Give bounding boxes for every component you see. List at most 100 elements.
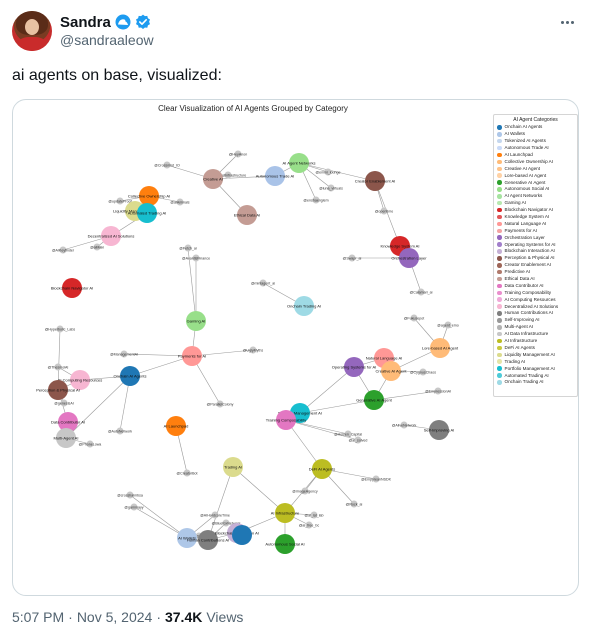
legend-label: AI Infrastructure (504, 338, 538, 344)
category-node (276, 410, 296, 430)
legend-item: AI Agent Networks (497, 193, 574, 200)
legend-swatch (497, 242, 502, 247)
legend-label: DeFi AI Agents (504, 344, 535, 350)
legend-label: Gaming AI (504, 200, 526, 206)
graph-edge (191, 349, 254, 357)
tweet-date[interactable]: Nov 5, 2024 (76, 609, 153, 625)
account-node (126, 491, 134, 499)
legend-swatch (497, 145, 502, 151)
legend-swatch (497, 331, 502, 337)
legend-swatch (497, 359, 502, 364)
account-node (301, 487, 309, 495)
legend-swatch (497, 380, 502, 385)
tweet-media-image[interactable]: Clear Visualization of AI Agents Grouped… (12, 99, 579, 596)
account-label: @Hyperbolic_Labs (45, 328, 76, 332)
account-node (417, 288, 425, 296)
account-node (176, 198, 184, 206)
category-node (166, 416, 186, 436)
legend-swatch (497, 276, 502, 282)
legend-label: Generative AI Agent (504, 179, 546, 185)
category-label: AI Computing Resources (58, 378, 102, 383)
legend-swatch (497, 125, 502, 130)
legend-item: Predictive AI (497, 269, 574, 276)
legend-swatch (497, 318, 502, 323)
account-label: @AIKeyfinder (52, 249, 75, 253)
account-label: @updateProof (108, 200, 131, 204)
account-node (312, 196, 320, 204)
category-label: Creator Enablement AI (355, 179, 395, 184)
avatar[interactable] (12, 11, 52, 51)
category-node (429, 420, 449, 440)
category-node (70, 370, 90, 390)
category-label: Decentralized AI Solutions (88, 234, 135, 239)
legend-item: Liquidity Management AI (497, 351, 574, 358)
meta-separator: · (156, 609, 161, 625)
legend-label: AI Wallets (504, 131, 526, 137)
meta-separator: · (68, 609, 73, 625)
category-node (48, 380, 68, 400)
category-label: Operating Systems for AI (332, 365, 376, 370)
graph-edge (129, 494, 188, 539)
account-node (130, 503, 138, 511)
legend-swatch (497, 304, 502, 309)
category-node (198, 530, 218, 550)
account-node (93, 243, 101, 251)
legend-swatch (497, 200, 502, 206)
account-node (354, 436, 362, 444)
account-node (60, 399, 68, 407)
account-label: @AIHardcoreTime (200, 514, 230, 518)
category-node (294, 296, 314, 316)
account-node (249, 346, 257, 354)
legend-swatch (497, 338, 502, 344)
category-node (139, 186, 159, 206)
account-label: @aiagentInfrastructure (210, 174, 247, 178)
legend-label: Onchain AI Agents (504, 124, 543, 130)
legend-label: AI Data Infrastructure (504, 331, 549, 337)
account-label: @ManagementAI (110, 353, 138, 357)
account-label: @AliveNetwork (392, 424, 417, 428)
category-label: Autonomous Trade AI (256, 174, 294, 179)
account-label: @crosshaimbsa (117, 494, 143, 498)
account-node (222, 519, 230, 527)
account-node (444, 321, 452, 329)
legend-item: Automated Trading AI (497, 372, 574, 379)
legend-label: AI Launchpad (504, 152, 533, 157)
legend-swatch (497, 194, 502, 199)
display-name[interactable]: Sandra (60, 13, 111, 31)
account-label: @luna_virtuals (319, 187, 343, 191)
category-label: Trading AI (224, 465, 242, 470)
legend-item: Creator Enablement AI (497, 262, 574, 269)
legend-item: DeFi AI Agents (497, 345, 574, 352)
account-node (327, 184, 335, 192)
tweet-time[interactable]: 5:07 PM (12, 609, 65, 625)
author-name-row[interactable]: Sandra (60, 12, 151, 32)
legend-item: Decentralized AI Solutions (497, 303, 574, 310)
legend-label: Autonomous Trade AI (504, 145, 549, 151)
legend-item: Self-Improving AI (497, 317, 574, 324)
category-label: Lore-based AI Agent (422, 346, 459, 351)
graph-edge (373, 390, 439, 401)
category-label: Gaming AI (187, 319, 206, 324)
more-options-icon[interactable] (556, 12, 578, 32)
handle[interactable]: @sandraaleow (60, 32, 154, 48)
legend-label: Blockchain Interaction AI (504, 248, 555, 254)
category-node (62, 278, 82, 298)
legend-swatch (497, 290, 502, 296)
graph-edge (374, 180, 401, 247)
category-label: Self-Improving AI (424, 428, 454, 433)
category-node (120, 366, 140, 386)
legend-item: Payments for AI (497, 227, 574, 234)
legend-item: Knowledge System AI (497, 214, 574, 221)
account-node (211, 511, 219, 519)
graph-edge (129, 355, 193, 377)
legend-label: Lore-based AI Agent (504, 172, 547, 178)
graph-edge (212, 175, 276, 180)
legend-label: Blockchain Navigator AI (504, 207, 554, 213)
legend-item: Orchestration Layer (497, 234, 574, 241)
account-label: @mintagent_ai (251, 282, 275, 286)
legend-title: AI Agent Categories (513, 117, 558, 123)
graph-edge (65, 375, 131, 439)
legend-item: Onchain AI Agents (497, 124, 574, 131)
category-label: Training Composability (266, 418, 307, 423)
